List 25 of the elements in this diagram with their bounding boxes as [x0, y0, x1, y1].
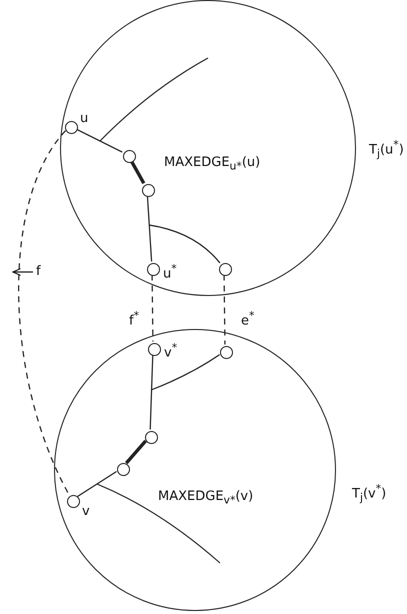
vertex-circle — [116, 462, 130, 476]
tree-edge — [150, 354, 154, 430]
vertex-label: v — [82, 504, 90, 519]
edge-name-label: f — [36, 264, 41, 279]
dashed-edge — [18, 130, 70, 495]
double-edge — [130, 160, 146, 184]
tree-label: T$_{j}$(v$^{*}$) — [352, 481, 386, 505]
tree-label: T$_{j}$(u$^{*}$) — [369, 137, 404, 161]
dashed-edge — [223, 274, 226, 344]
vertex-label: u — [80, 111, 88, 126]
double-edge — [125, 440, 147, 464]
tree-edge — [150, 354, 220, 391]
vertex-circle — [142, 184, 154, 196]
vertex-circle — [218, 262, 232, 276]
vertex-label: v$^{*}$ — [164, 340, 178, 360]
tree-edge — [148, 224, 220, 264]
vertex-circle — [144, 430, 158, 444]
vertex-circle — [122, 150, 136, 162]
vertex-circle — [220, 346, 232, 358]
tree-edge — [76, 128, 122, 153]
tree-edge — [77, 471, 117, 497]
dashed-edge — [151, 274, 154, 342]
tree-edge — [146, 195, 152, 262]
vertex-label: u$^{*}$ — [163, 261, 177, 282]
leader-arrow — [12, 268, 33, 276]
